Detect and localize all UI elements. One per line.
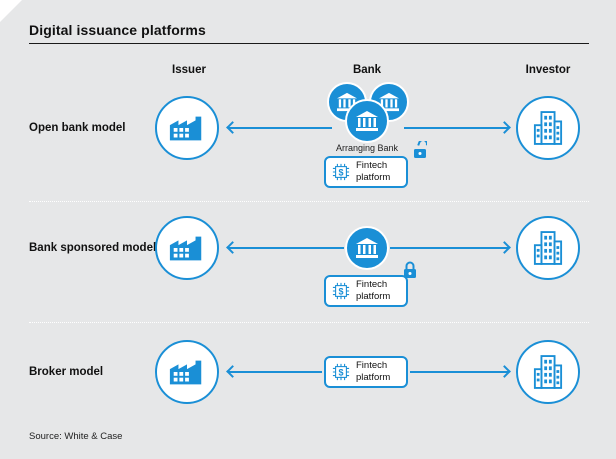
fintech-label: Fintech platform: [356, 360, 391, 383]
investor-node: [516, 96, 580, 160]
arrow-head-left: [226, 365, 239, 378]
fintech-platform-box: Fintech platform: [324, 156, 408, 188]
arrow-head-left: [226, 121, 239, 134]
column-header-investor: Investor: [525, 64, 571, 76]
building-icon: [533, 110, 563, 146]
fintech-platform-box: Fintech platform: [324, 356, 408, 388]
column-header-issuer: Issuer: [172, 64, 206, 76]
arrow-head-left: [226, 241, 239, 254]
arrow-head-right: [498, 241, 511, 254]
bank-icon: [355, 237, 379, 259]
arrow-issuer-bank: [228, 127, 332, 129]
issuer-node: [155, 216, 219, 280]
arrow-head-right: [498, 121, 511, 134]
factory-icon: [168, 357, 206, 387]
building-icon: [533, 354, 563, 390]
lock-closed-icon: [403, 261, 417, 279]
investor-node: [516, 340, 580, 404]
lock-open-icon: [413, 141, 427, 159]
fintech-platform-box: Fintech platform: [324, 275, 408, 307]
arrow-platform-investor: [410, 371, 508, 373]
row-label-broker-model: Broker model: [29, 366, 104, 378]
arranging-bank-label: Arranging Bank: [335, 143, 399, 153]
row-label-open-bank-model: Open bank model: [29, 122, 126, 134]
bank-node: [345, 226, 389, 270]
issuer-node: [155, 340, 219, 404]
issuer-node: [155, 96, 219, 160]
chip-dollar-icon: [332, 163, 350, 181]
row-divider: [29, 322, 589, 323]
arrow-bank-investor: [390, 247, 508, 249]
factory-icon: [168, 233, 206, 263]
arranging-bank-node: [345, 99, 389, 143]
column-header-bank: Bank: [352, 64, 382, 76]
arrow-issuer-platform: [228, 371, 322, 373]
page-title: Digital issuance platforms: [29, 22, 206, 38]
corner-notch: [0, 0, 22, 22]
investor-node: [516, 216, 580, 280]
building-icon: [533, 230, 563, 266]
source-note: Source: White & Case: [29, 431, 123, 442]
bank-icon: [355, 110, 379, 132]
row-label-bank-sponsored-model: Bank sponsored model: [29, 242, 157, 254]
arrow-head-right: [498, 365, 511, 378]
chip-dollar-icon: [332, 363, 350, 381]
row-divider: [29, 201, 589, 202]
factory-icon: [168, 113, 206, 143]
arrow-bank-investor: [404, 127, 508, 129]
fintech-label: Fintech platform: [356, 279, 391, 302]
chip-dollar-icon: [332, 282, 350, 300]
title-divider: [29, 43, 589, 44]
arrow-issuer-bank: [228, 247, 344, 249]
fintech-label: Fintech platform: [356, 160, 391, 183]
